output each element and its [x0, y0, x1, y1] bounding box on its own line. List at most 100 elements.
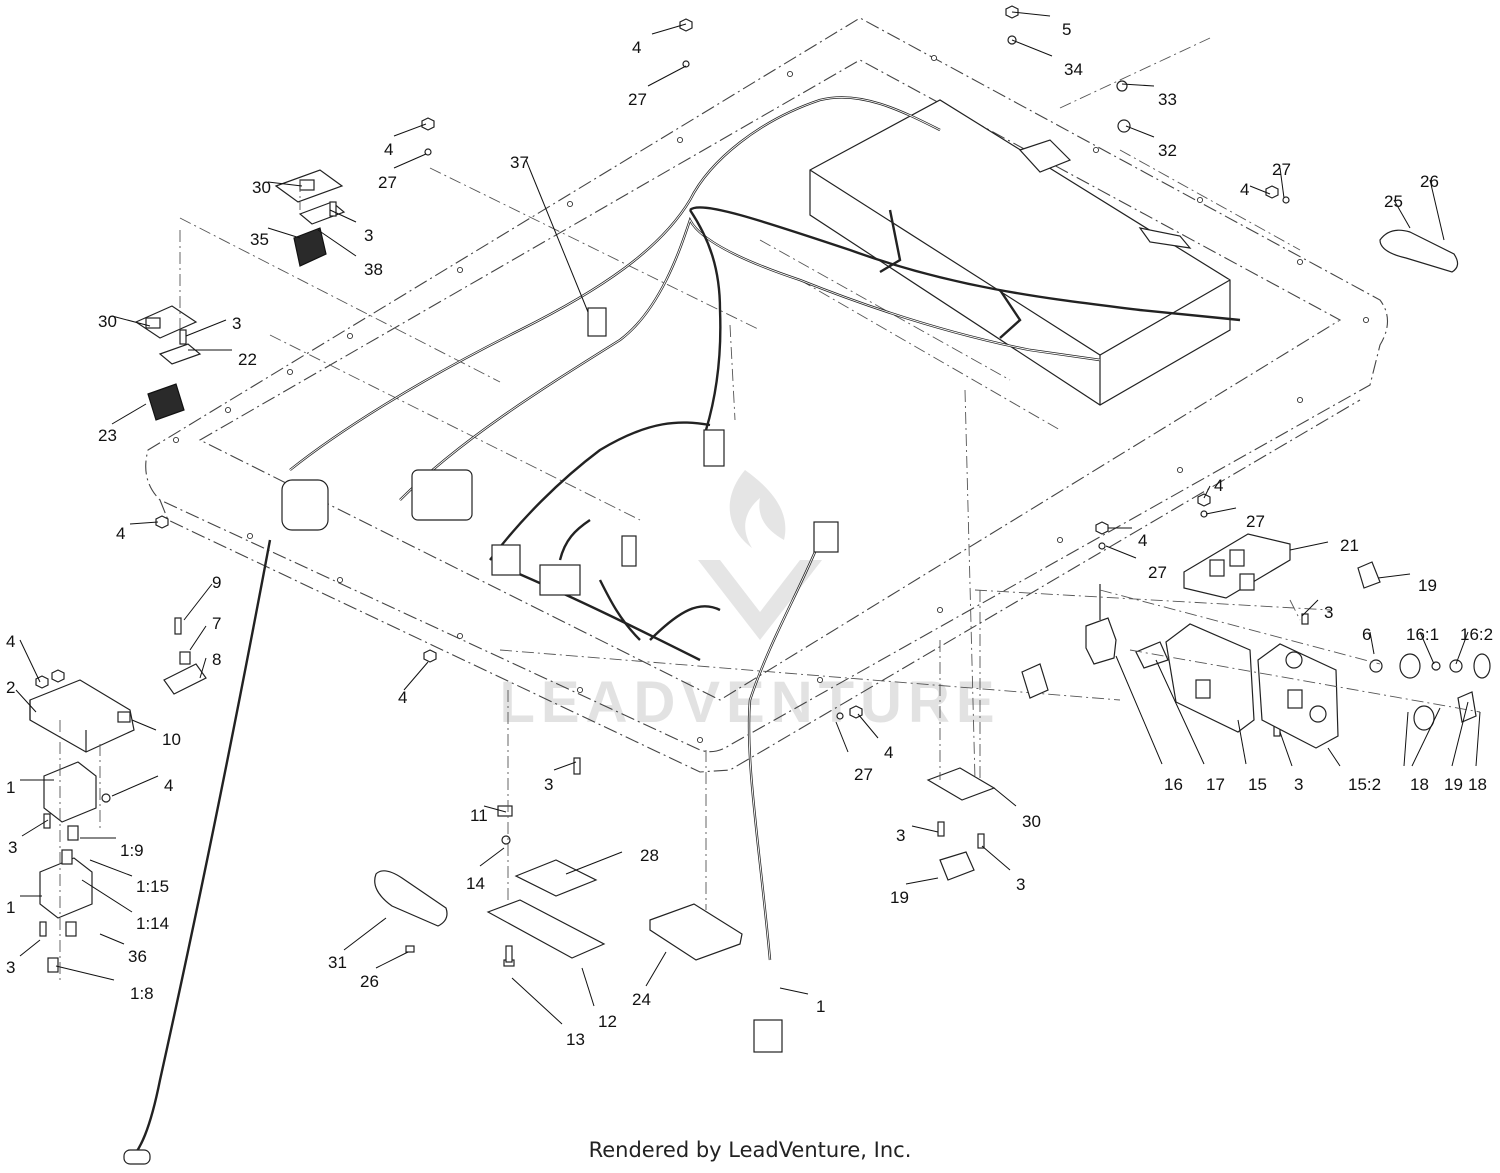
callout-c33: 33 — [1158, 90, 1177, 109]
callout-leader-line — [1429, 179, 1445, 241]
callout-c3f: 3 — [8, 838, 17, 857]
callout-c17: 17 — [1206, 775, 1225, 794]
callout-leader-line — [1403, 711, 1409, 767]
callout-leader-line — [393, 123, 427, 137]
callout-leader-line — [15, 689, 37, 713]
callout-leader-line — [185, 319, 227, 337]
callout-c16-2: 16:2 — [1460, 625, 1493, 644]
callout-leader-line — [779, 987, 809, 995]
callout-leader-line — [199, 657, 207, 679]
callout-c30a: 30 — [252, 178, 271, 197]
callout-c13: 13 — [566, 1030, 585, 1049]
wire-harness — [129, 96, 1241, 1161]
callout-c8: 8 — [212, 650, 221, 669]
callout-leader-line — [1289, 541, 1329, 551]
callout-leader-line — [483, 805, 507, 813]
callout-leader-line — [1475, 711, 1481, 767]
callout-c27a: 27 — [628, 90, 647, 109]
callout-leader-line — [1203, 485, 1211, 499]
callout-c3d: 3 — [544, 775, 553, 794]
callout-leader-line — [19, 639, 41, 683]
callout-c24: 24 — [632, 990, 651, 1009]
callout-c18b: 18 — [1468, 775, 1487, 794]
callout-c4f: 4 — [116, 524, 125, 543]
callout-leader-line — [111, 403, 147, 425]
callout-c15-2: 15:2 — [1348, 775, 1381, 794]
callout-leader-line — [1301, 599, 1319, 617]
callout-c28: 28 — [640, 846, 659, 865]
callout-c11: 11 — [470, 806, 488, 825]
tray-holes — [172, 54, 1370, 744]
callout-leader-line — [131, 719, 157, 731]
covers-and-panels — [374, 229, 1459, 961]
callout-c14: 14 — [466, 874, 485, 893]
callout-c27f: 27 — [854, 765, 873, 784]
callout-leader-line — [1451, 701, 1469, 767]
callout-c4d: 4 — [1214, 476, 1223, 495]
callout-c22: 22 — [238, 350, 257, 369]
right-switch-assembly — [1021, 533, 1491, 749]
callout-leader-line — [479, 847, 505, 867]
callout-leader-line — [1419, 631, 1435, 665]
callout-leader-line — [1411, 707, 1441, 767]
callout-leader-line — [129, 521, 159, 525]
callout-leader-line — [525, 159, 589, 313]
callout-leader-line — [111, 775, 159, 797]
callout-leader-line — [857, 713, 879, 739]
callout-c3g: 3 — [896, 826, 905, 845]
callout-leader-line — [1279, 167, 1285, 199]
callout-leader-line — [981, 845, 1011, 871]
fasteners — [35, 5, 1309, 967]
callout-c21: 21 — [1340, 536, 1359, 555]
callout-leader-line — [1121, 83, 1155, 87]
callout-c18a: 18 — [1410, 775, 1429, 794]
callout-leader-line — [511, 977, 563, 1025]
callout-c25: 25 — [1384, 192, 1403, 211]
callout-c10: 10 — [162, 730, 181, 749]
harness-connectors — [123, 307, 839, 1165]
callout-leader-line — [183, 583, 213, 621]
callout-leader-line — [1237, 719, 1247, 765]
callout-c16-1: 16:1 — [1406, 625, 1439, 644]
callout-c26b: 26 — [360, 972, 379, 991]
callout-leader-line — [1205, 507, 1237, 515]
callout-c31: 31 — [328, 953, 347, 972]
callout-leader-line — [329, 209, 357, 223]
callout-c1-14: 1:14 — [136, 914, 169, 933]
callout-c4a: 4 — [632, 38, 641, 57]
leadventure-watermark: LEADVENTURE — [499, 470, 995, 735]
upper-switch-assembly — [134, 169, 346, 421]
callout-c1-15: 1:15 — [136, 877, 169, 896]
callout-leader-line — [1105, 545, 1137, 559]
callout-c15: 15 — [1248, 775, 1267, 794]
callout-c4i: 4 — [884, 743, 893, 762]
callout-c38: 38 — [364, 260, 383, 279]
callout-c3i: 3 — [6, 958, 15, 977]
callout-c3e: 3 — [1294, 775, 1303, 794]
callout-leader-line — [403, 661, 429, 691]
callout-c3h: 3 — [1016, 875, 1025, 894]
callout-c27b: 27 — [378, 173, 397, 192]
callout-c1-8: 1:8 — [130, 984, 154, 1003]
callout-c32: 32 — [1158, 141, 1177, 160]
callout-c6: 6 — [1362, 625, 1371, 644]
callout-c3a: 3 — [364, 226, 373, 245]
callout-c1a: 1 — [6, 778, 15, 797]
callout-c36: 36 — [128, 947, 147, 966]
callout-c3b: 3 — [232, 314, 241, 333]
callout-leader-line — [1011, 11, 1051, 17]
callout-leader-line — [581, 967, 595, 1007]
callout-c27c: 27 — [1272, 160, 1291, 179]
callout-c4h: 4 — [398, 688, 407, 707]
callout-leader-line — [99, 933, 125, 945]
callout-leader-line — [1115, 655, 1163, 765]
callout-c2: 2 — [6, 678, 15, 697]
callout-leader-line — [81, 879, 133, 913]
callout-leader-line — [1393, 199, 1411, 229]
callout-c4b: 4 — [384, 140, 393, 159]
callout-c19a: 19 — [1418, 576, 1437, 595]
callout-leader-line — [1377, 573, 1411, 579]
callout-leader-line — [1249, 185, 1271, 195]
callout-c30c: 30 — [1022, 812, 1041, 831]
callout-leader-line — [1155, 659, 1205, 765]
